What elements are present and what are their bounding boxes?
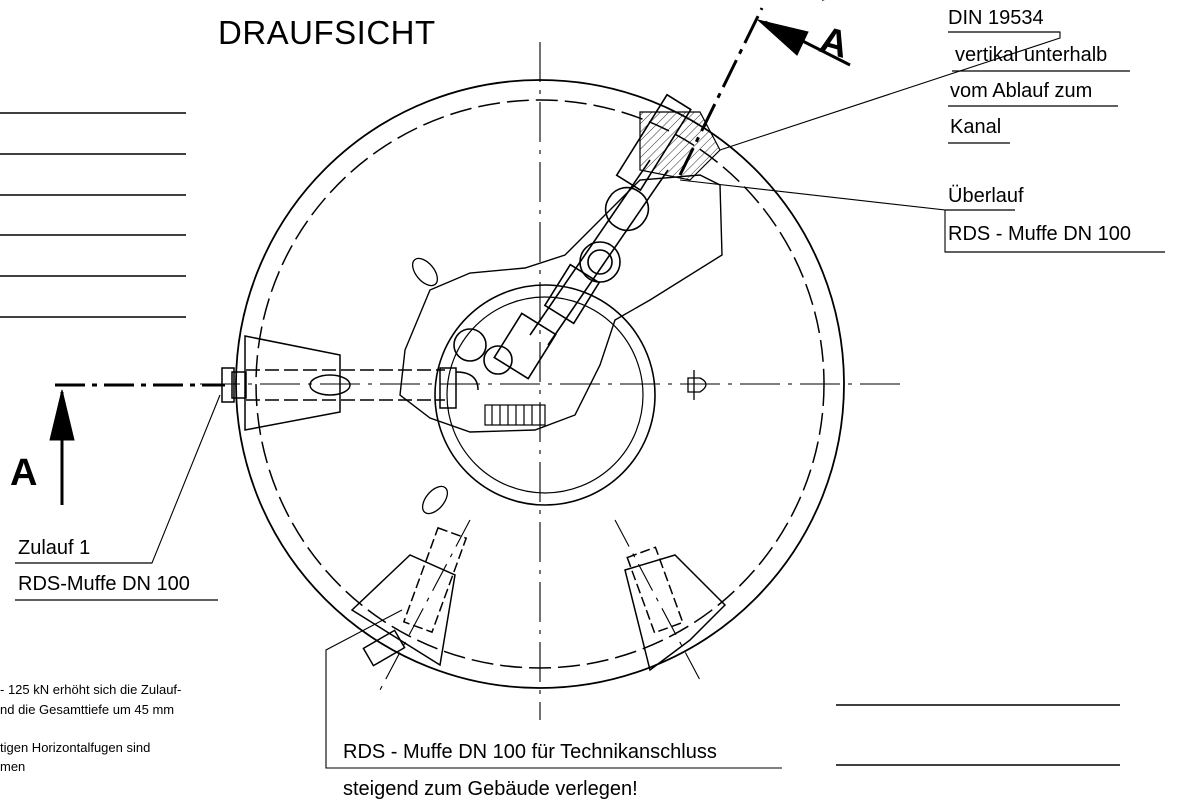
drawing-title: DRAUFSICHT [218, 14, 436, 51]
inlet-label: Zulauf 1 [18, 537, 91, 559]
inlet-label-line2: RDS-Muffe DN 100 [18, 573, 190, 595]
note-line-1: - 125 kN erhöht sich die Zulauf- [0, 682, 182, 697]
din-label-line3: vom Ablauf zum [950, 80, 1093, 102]
overflow-label-line2: RDS - Muffe DN 100 [948, 223, 1132, 245]
tech-connection-label: RDS - Muffe DN 100 für Technikanschluss [343, 741, 717, 763]
leader-tech [325, 609, 782, 769]
center-grate [484, 404, 546, 426]
din-label: DIN 19534 [948, 7, 1044, 29]
section-line-left [49, 383, 225, 505]
right-blank-lines [836, 704, 1120, 766]
din-label-line4: Kanal [950, 116, 1002, 138]
note-line-3: tigen Horizontalfugen sind [0, 740, 151, 755]
inlet-pipe [221, 335, 479, 431]
text-underlines [15, 31, 1165, 601]
inner-chamber-ring [434, 284, 656, 506]
left-blank-lines [0, 112, 186, 318]
center-lines [200, 42, 900, 720]
bottom-hoppers [350, 526, 727, 672]
nozzle-markers [411, 257, 707, 515]
note-line-2: nd die Gesamttiefe um 45 mm [0, 702, 175, 717]
inner-chamber-ring-2 [446, 296, 644, 494]
separator-chamber-outline [399, 174, 723, 433]
section-marker-left: A [10, 452, 38, 494]
overflow-label: Überlauf [948, 185, 1024, 207]
note-line-4: men [0, 759, 26, 774]
tech-connection-label-line2: steigend zum Gebäude verlegen! [343, 778, 638, 800]
din-label-line2: vertikal unterhalb [955, 44, 1108, 66]
section-line-top [678, 0, 851, 176]
overflow-wall-hatch [639, 111, 721, 181]
diagonal-center-lines [379, 519, 701, 691]
